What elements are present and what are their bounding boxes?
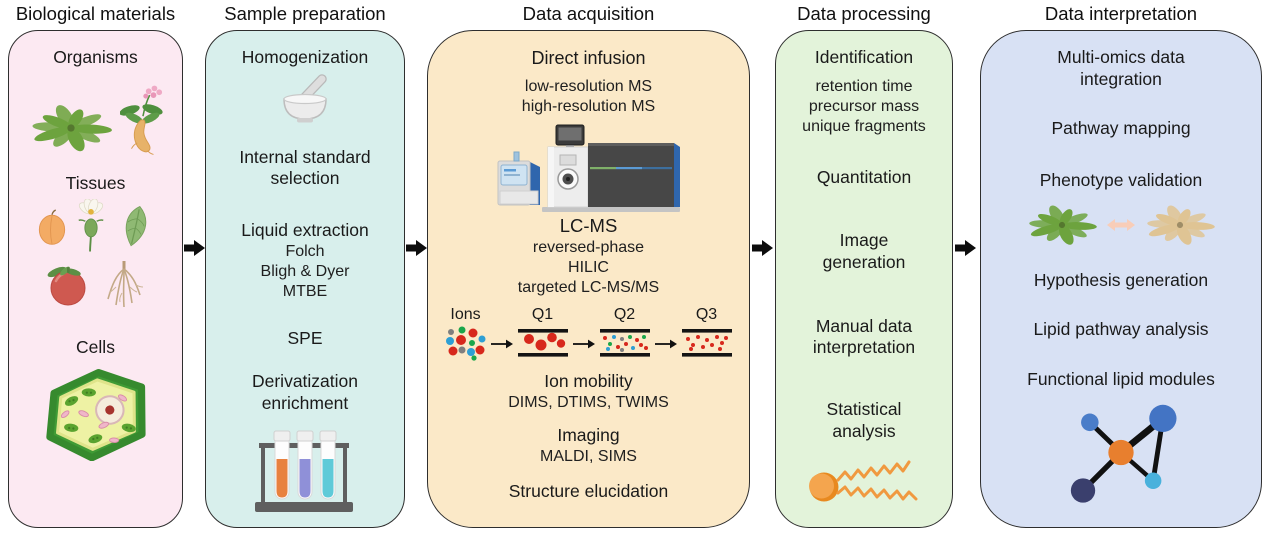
structure-elucidation-item: Structure elucidation — [508, 480, 669, 501]
ion-mobility-heading: Ion mobility — [544, 371, 633, 392]
organisms-heading: Organisms — [53, 47, 138, 67]
flow-arrow-3 — [752, 239, 773, 257]
folch-item: Folch — [285, 242, 325, 260]
ion-cluster-icon — [443, 325, 489, 361]
flow-arrow-2 — [406, 239, 427, 257]
lipid-module-network-icon — [1051, 397, 1191, 509]
flower-bud-icon — [74, 199, 108, 253]
flow-arrow-1 — [184, 239, 205, 257]
q2-label: Q2 — [613, 306, 636, 324]
retention-time-item: retention time — [815, 77, 913, 95]
tissues-heading: Tissues — [65, 172, 126, 193]
quad-arrow-1 — [490, 338, 514, 350]
image-generation-heading: Image generation — [822, 230, 906, 273]
title-data-interpretation: Data interpretation — [1044, 3, 1198, 24]
left-right-arrow-icon — [1105, 216, 1137, 234]
title-sample-preparation: Sample preparation — [224, 3, 386, 24]
imaging-types-item: MALDI, SIMS — [540, 447, 637, 465]
q3-label: Q3 — [695, 306, 718, 324]
test-tube-rack-icon — [253, 425, 357, 519]
direct-infusion-heading: Direct infusion — [531, 48, 646, 68]
pale-plant-icon — [1143, 200, 1217, 250]
unique-fragments-item: unique fragments — [802, 117, 926, 135]
reversed-phase-item: reversed-phase — [532, 239, 645, 257]
homogenization-heading: Homogenization — [241, 47, 369, 67]
ions-label: Ions — [450, 306, 481, 324]
ims-types-item: DIMS, DTIMS, TWIMS — [508, 393, 669, 411]
lipid-pathway-heading: Lipid pathway analysis — [1033, 319, 1209, 340]
title-biological-materials: Biological materials — [15, 3, 176, 24]
healthy-plant-icon — [1025, 200, 1099, 250]
mortar-pestle-icon — [277, 73, 333, 125]
manual-interpretation-heading: Manual data interpretation — [812, 315, 916, 358]
panel-data-acquisition: Direct infusion low-resolution MS high-r… — [427, 30, 750, 528]
q1-quadrupole-icon — [515, 325, 571, 361]
pathway-mapping-heading: Pathway mapping — [1051, 118, 1191, 139]
targeted-lcmsms-item: targeted LC-MS/MS — [517, 279, 660, 297]
panel-sample-preparation: Homogenization Internal standard selecti… — [205, 30, 405, 528]
title-data-processing: Data processing — [797, 3, 931, 24]
panel-data-interpretation: Multi-omics data integration Pathway map… — [980, 30, 1262, 528]
identification-heading: Identification — [814, 47, 914, 67]
ginseng-plant-icon — [120, 83, 164, 157]
leaf-icon — [115, 202, 155, 250]
bligh-dyer-item: Bligh & Dyer — [260, 262, 350, 280]
title-data-acquisition: Data acquisition — [522, 3, 655, 24]
internal-standard-item: Internal standard selection — [239, 146, 371, 189]
phenotype-comparison — [1025, 200, 1217, 250]
rosette-plant-icon — [27, 99, 115, 157]
panel-biological-materials: Organisms Tissues — [8, 30, 183, 528]
tomato-icon — [44, 263, 90, 307]
q2-quadrupole-icon — [597, 325, 653, 361]
quadrupole-diagram: Ions — [443, 306, 735, 361]
quantitation-heading: Quantitation — [816, 166, 912, 187]
cells-heading: Cells — [76, 337, 115, 358]
statistical-analysis-heading: Statistical analysis — [826, 399, 902, 441]
flow-arrow-4 — [955, 239, 976, 257]
mass-spectrometer-icon — [494, 121, 684, 213]
lcms-heading: LC-MS — [559, 215, 618, 237]
q1-label: Q1 — [531, 306, 554, 324]
functional-modules-heading: Functional lipid modules — [1027, 369, 1215, 390]
spe-item: SPE — [287, 327, 323, 348]
mtbe-item: MTBE — [282, 282, 328, 300]
lipid-molecule-icon — [805, 453, 923, 507]
low-res-ms-item: low-resolution MS — [524, 78, 653, 96]
precursor-mass-item: precursor mass — [808, 97, 920, 115]
hypothesis-generation-heading: Hypothesis generation — [1033, 269, 1209, 290]
liquid-extraction-heading: Liquid extraction — [241, 220, 369, 241]
quad-arrow-2 — [572, 338, 596, 350]
quad-arrow-3 — [654, 338, 678, 350]
q3-quadrupole-icon — [679, 325, 735, 361]
hilic-item: HILIC — [568, 259, 609, 277]
apricot-fruit-icon — [37, 206, 67, 246]
high-res-ms-item: high-resolution MS — [521, 98, 656, 116]
roots-icon — [100, 259, 148, 311]
multi-omics-heading: Multi-omics data integration — [1057, 47, 1185, 89]
plant-cell-icon — [39, 367, 153, 462]
imaging-heading: Imaging — [557, 424, 620, 445]
phenotype-validation-heading: Phenotype validation — [1039, 170, 1203, 191]
panel-data-processing: Identification retention time precursor … — [775, 30, 953, 528]
derivatization-item: Derivatization enrichment — [251, 371, 359, 414]
